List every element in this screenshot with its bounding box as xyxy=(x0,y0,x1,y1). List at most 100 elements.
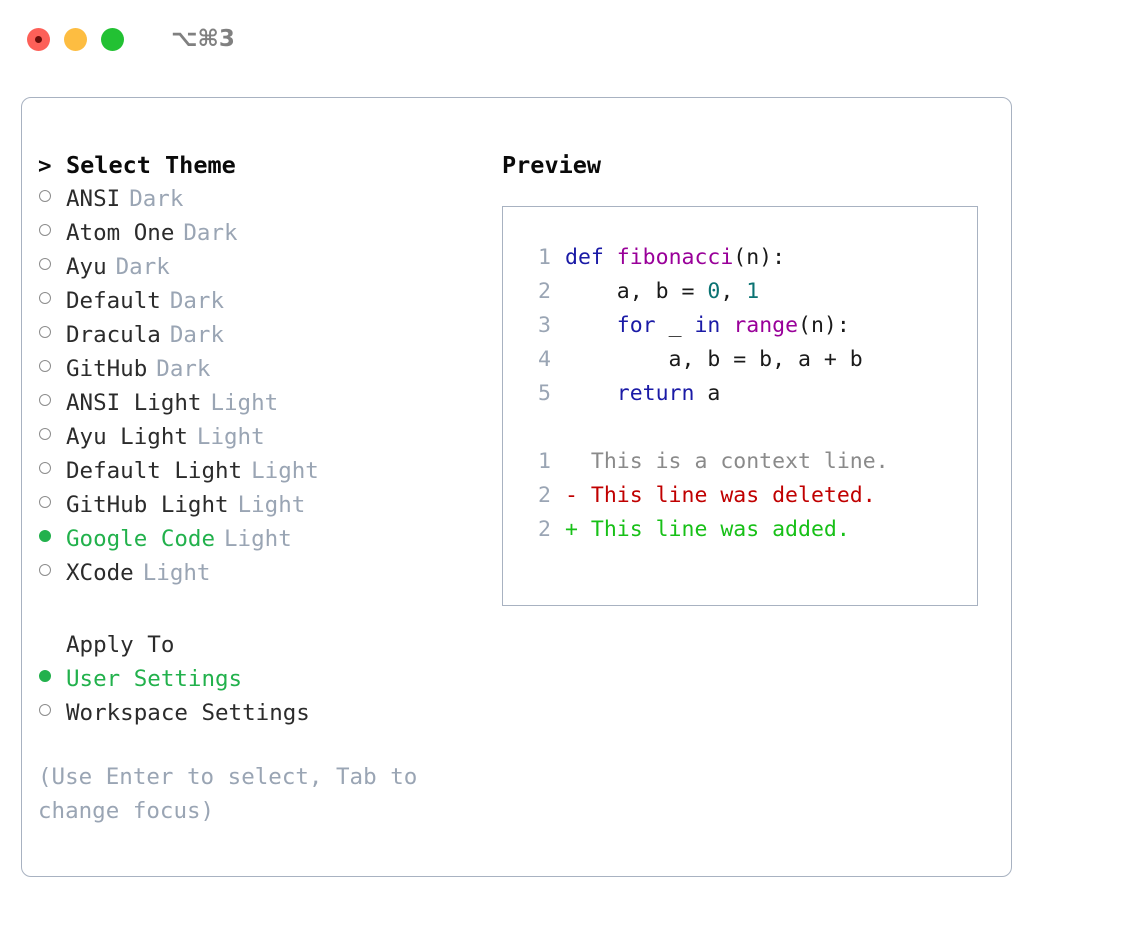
radio-dot xyxy=(39,326,51,338)
keyboard-hint-text: (Use Enter to select, Tab to change focu… xyxy=(38,764,418,824)
window-controls xyxy=(27,27,124,51)
theme-variant-label: Light xyxy=(142,560,211,586)
radio-dot xyxy=(39,292,51,304)
theme-name-label: Default Light xyxy=(66,458,243,484)
code-line-content: def fibonacci(n): xyxy=(565,241,785,275)
code-line: 2 a, b = 0, 1 xyxy=(521,275,977,309)
apply-to-label: Workspace Settings xyxy=(66,700,310,726)
diff-sign: - xyxy=(565,483,578,508)
radio-dot xyxy=(39,360,51,372)
radio-dot xyxy=(39,190,51,202)
diff-line-number: 1 xyxy=(538,449,551,474)
radio-dot xyxy=(39,462,51,474)
theme-list-item[interactable]: XCode Light xyxy=(38,556,498,590)
theme-variant-label: Dark xyxy=(183,220,238,246)
close-window-button[interactable] xyxy=(27,27,50,51)
code-token-fn: range xyxy=(733,313,799,338)
code-line: 4 a, b = b, a + b xyxy=(521,343,977,377)
minimize-window-button[interactable] xyxy=(64,27,87,51)
theme-name-label: Google Code xyxy=(66,526,216,552)
code-line-number: 5 xyxy=(538,381,551,406)
code-token-num: 1 xyxy=(746,279,760,304)
radio-dot xyxy=(39,428,51,440)
keyboard-shortcut-label: ⌥⌘3 xyxy=(171,26,235,52)
radio-dot xyxy=(39,496,51,508)
diff-line-number: 2 xyxy=(538,483,551,508)
theme-list-item[interactable]: Google Code Light xyxy=(38,522,498,556)
theme-name-label: XCode xyxy=(66,560,134,586)
diff-line-number: 2 xyxy=(538,517,551,542)
radio-dot xyxy=(39,704,51,716)
theme-variant-label: Dark xyxy=(169,322,225,348)
code-line-number: 1 xyxy=(538,245,551,270)
diff-line: 2+ This line was added. xyxy=(521,513,977,547)
code-line-content: return a xyxy=(565,377,721,411)
code-token-pl: (n): xyxy=(733,245,786,270)
code-token-pl: a xyxy=(694,381,721,406)
diff-text: This line was deleted. xyxy=(577,483,876,508)
theme-list-item[interactable]: ANSI Light Light xyxy=(38,386,498,420)
code-token-pl xyxy=(565,381,617,406)
code-token-pl: (n): xyxy=(798,313,850,338)
section-spacer xyxy=(38,590,498,628)
preview-title: Preview xyxy=(502,151,602,179)
theme-name-label: GitHub Light xyxy=(66,492,229,518)
code-line: 3 for _ in range(n): xyxy=(521,309,977,343)
radio-dot xyxy=(39,564,51,576)
theme-list-item[interactable]: GitHub Light Light xyxy=(38,488,498,522)
code-token-pl: , xyxy=(720,279,747,304)
theme-variant-label: Light xyxy=(210,390,279,416)
theme-name-label: Default xyxy=(66,288,161,314)
code-token-pl: a, b = xyxy=(565,279,708,304)
diff-text: This is a context line. xyxy=(577,449,889,474)
code-diff-spacer xyxy=(521,411,977,445)
code-line-number: 2 xyxy=(538,279,551,304)
code-line-number: 4 xyxy=(538,347,551,372)
apply-to-item[interactable]: User Settings xyxy=(38,662,498,696)
code-token-pl: a, b = b, a + b xyxy=(565,347,863,372)
code-token-kw: def xyxy=(565,245,604,270)
code-line-content: a, b = 0, 1 xyxy=(565,275,759,309)
theme-variant-label: Dark xyxy=(156,356,211,382)
apply-to-item[interactable]: Workspace Settings xyxy=(38,696,498,730)
code-line-number: 3 xyxy=(538,313,551,338)
select-theme-title: Select Theme xyxy=(66,151,236,179)
theme-variant-label: Light xyxy=(237,492,306,518)
code-line: 5 return a xyxy=(521,377,977,411)
code-token-kw: for xyxy=(616,313,656,338)
code-token-pl xyxy=(604,245,617,270)
radio-dot xyxy=(39,530,51,542)
radio-dot xyxy=(39,670,51,682)
titlebar: ⌥⌘3 xyxy=(0,0,1140,78)
code-line: 1 def fibonacci(n): xyxy=(521,241,977,275)
radio-dot xyxy=(39,258,51,270)
radio-dot xyxy=(39,224,51,236)
code-token-kw: in xyxy=(694,313,721,338)
code-token-kw: return xyxy=(616,381,695,406)
select-theme-header: > Select Theme xyxy=(38,148,498,182)
theme-variant-label: Light xyxy=(224,526,292,552)
theme-name-label: ANSI xyxy=(66,186,121,212)
theme-variant-label: Dark xyxy=(115,254,170,280)
code-token-pl xyxy=(720,313,733,338)
diff-line: 2- This line was deleted. xyxy=(521,479,977,513)
theme-name-label: Ayu xyxy=(66,254,107,280)
code-line-content: a, b = b, a + b xyxy=(565,343,863,377)
code-token-fn: fibonacci xyxy=(616,245,734,270)
maximize-window-button[interactable] xyxy=(101,27,124,51)
theme-name-label: ANSI Light xyxy=(66,390,202,416)
code-line-content: for _ in range(n): xyxy=(565,309,850,343)
theme-list-item[interactable]: Ayu Dark xyxy=(38,250,498,284)
